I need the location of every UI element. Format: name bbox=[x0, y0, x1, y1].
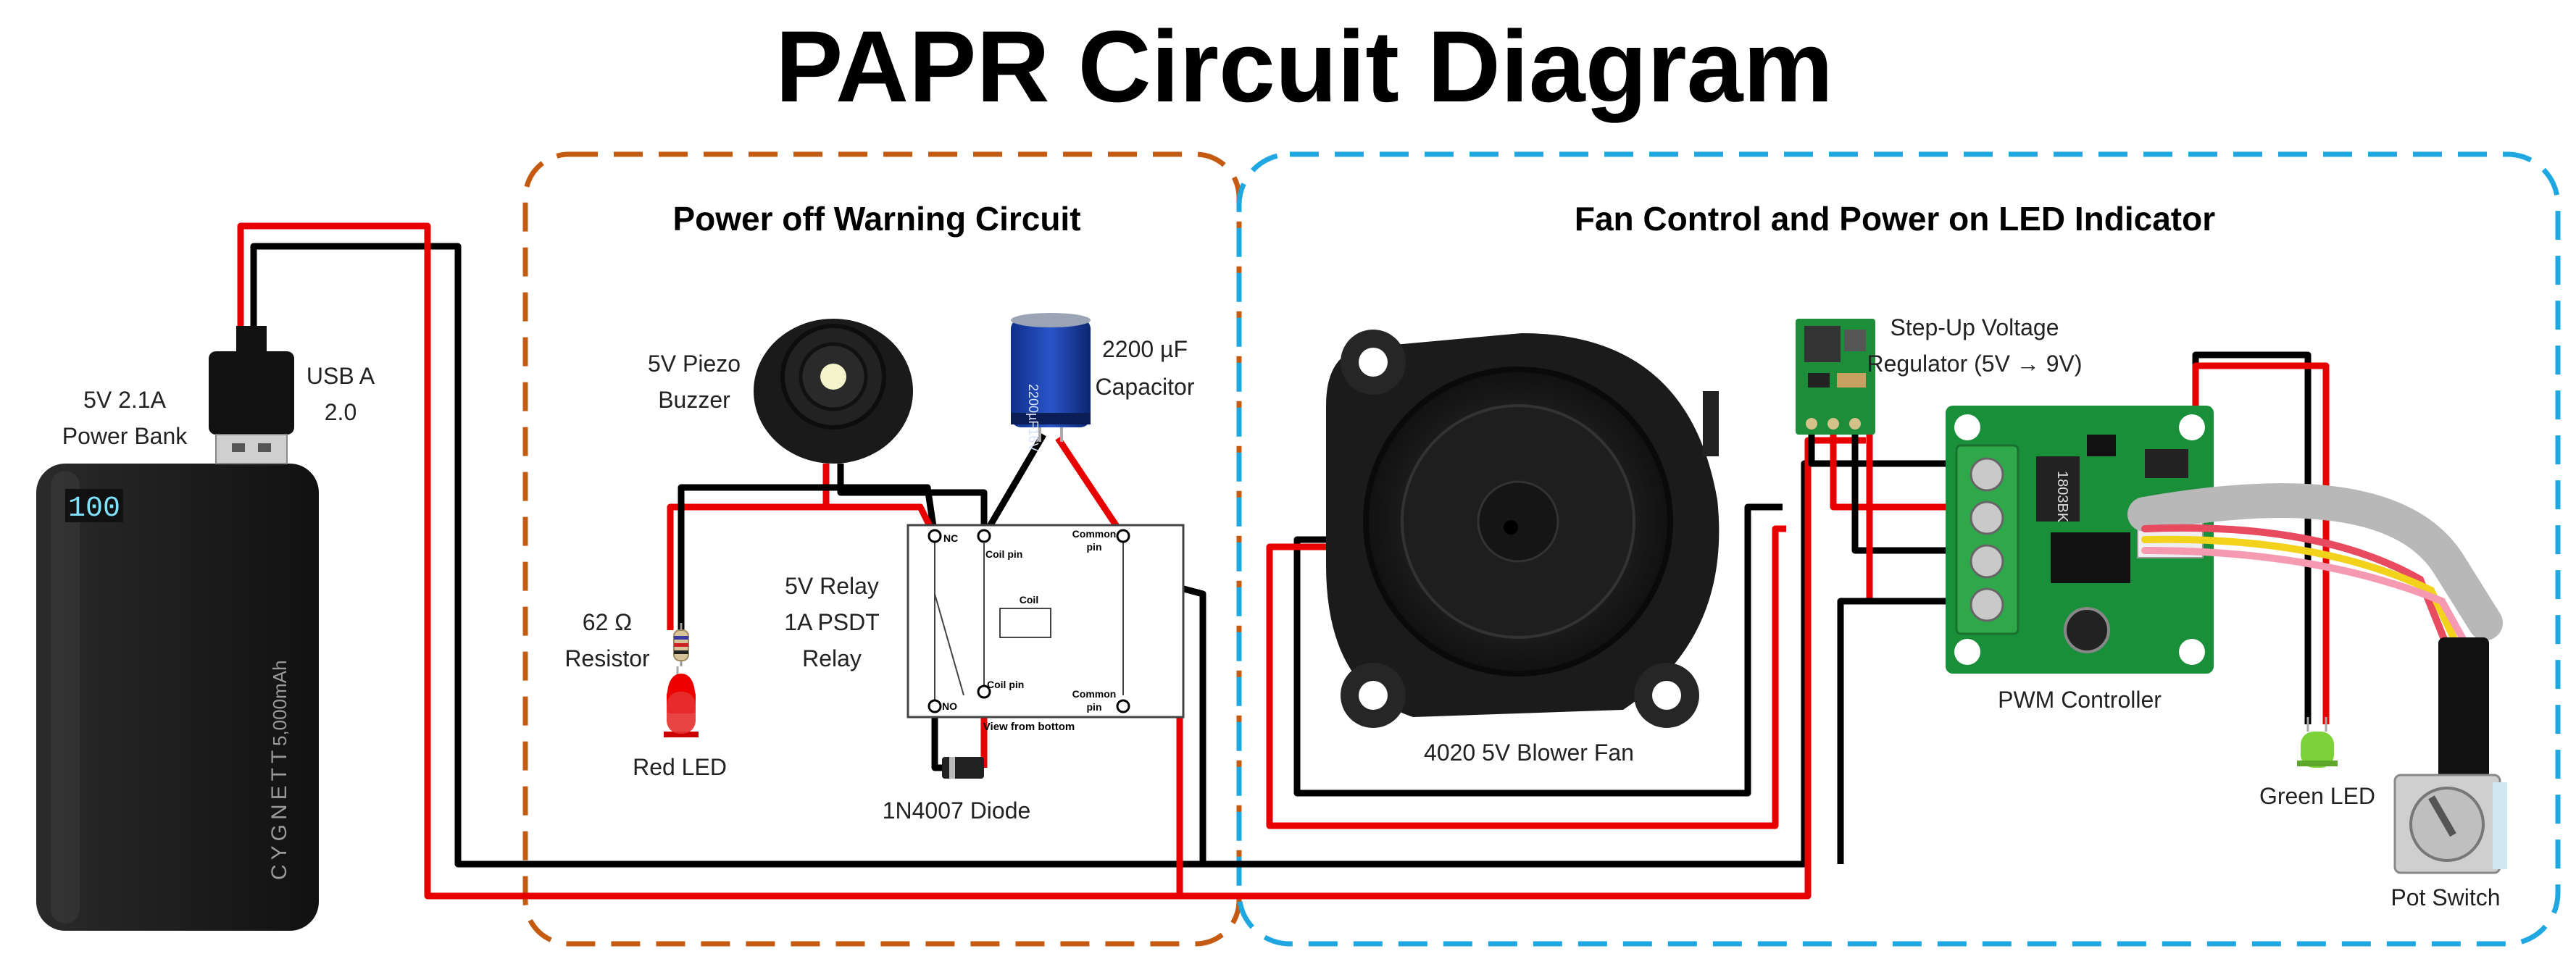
usb-label-line2: 2.0 bbox=[325, 399, 357, 425]
relay-coil-pin-top bbox=[977, 529, 991, 543]
power-bank-display-value: 100 bbox=[68, 493, 120, 525]
diode-label: 1N4007 Diode bbox=[883, 797, 1031, 824]
relay-pin-common-top-2: pin bbox=[1087, 541, 1102, 553]
relay-common-pin-top bbox=[1116, 529, 1130, 543]
relay-nc-pin bbox=[928, 529, 942, 543]
wire-reg-in-black bbox=[1851, 435, 1946, 554]
regulator-label-line1: Step-Up Voltage bbox=[1890, 314, 2059, 340]
relay-common-pin-bottom bbox=[1116, 699, 1130, 713]
power-bank-capacity: 5,000mAh bbox=[269, 660, 291, 746]
power-bank-brand: CYGNETT bbox=[267, 746, 291, 880]
fan-control-box bbox=[1236, 151, 2561, 947]
pot-switch bbox=[2393, 774, 2507, 874]
relay bbox=[906, 524, 1185, 719]
page-title: PAPR Circuit Diagram bbox=[775, 9, 1833, 123]
capacitor-marking: 2200µF16V bbox=[1026, 384, 1041, 451]
wire-buzzer-negative bbox=[837, 464, 988, 536]
pot-cable bbox=[2127, 483, 2503, 800]
regulator-label-line2: Regulator (5V → 9V) bbox=[1867, 351, 2082, 377]
power-bank-display bbox=[65, 489, 123, 522]
wire-fan-red bbox=[1266, 525, 1786, 829]
resistor-label-line1: 62 Ω bbox=[583, 609, 632, 635]
pwm-controller: 1803BK bbox=[1946, 406, 2214, 674]
piezo-buzzer bbox=[754, 319, 913, 464]
wire-reg-in-red bbox=[1866, 435, 1946, 605]
relay-caption: View from bottom bbox=[983, 721, 1075, 733]
relay-pin-common-top-1: Common bbox=[1072, 528, 1117, 540]
diode bbox=[942, 757, 984, 779]
fan-section-title: Fan Control and Power on LED Indicator bbox=[1575, 200, 2215, 238]
pot-switch-label: Pot Switch bbox=[2390, 884, 2500, 910]
relay-label-line3: Relay bbox=[802, 645, 862, 671]
usb-label-line1: USB A bbox=[307, 363, 375, 389]
pwm-terminal-block bbox=[1955, 444, 2019, 635]
power-bank: 100 CYGNETT 5,000mAh bbox=[36, 464, 319, 931]
wire-nc-black bbox=[678, 484, 938, 630]
capacitor: 2200µF16V bbox=[1011, 313, 1091, 451]
red-led-label: Red LED bbox=[633, 754, 727, 780]
wire-usb-negative bbox=[250, 243, 1866, 868]
wire-pwm-black-side bbox=[1837, 598, 1946, 864]
usb-a-plug bbox=[209, 326, 294, 464]
red-led bbox=[664, 666, 699, 737]
relay-pin-coil-top: Coil pin bbox=[985, 548, 1022, 560]
relay-label-line1: 5V Relay bbox=[785, 573, 879, 599]
wire-cap-positive bbox=[1055, 436, 1126, 538]
pwm-label: PWM Controller bbox=[1998, 687, 2162, 713]
resistor-label-line2: Resistor bbox=[564, 645, 650, 671]
step-up-regulator bbox=[1796, 319, 1875, 435]
relay-coil-pin-bottom bbox=[977, 684, 991, 699]
buzzer-label-line1: 5V Piezo bbox=[648, 351, 741, 377]
relay-pin-common-bottom-1: Common bbox=[1072, 688, 1117, 700]
wire-usb-positive bbox=[237, 222, 1866, 900]
relay-pin-nc: NC bbox=[943, 532, 958, 544]
resistor bbox=[673, 623, 689, 666]
relay-coil-symbol bbox=[999, 608, 1051, 638]
capacitor-label-line2: Capacitor bbox=[1096, 374, 1195, 400]
pwm-chip-label: 1803BK bbox=[2054, 471, 2070, 523]
blower-fan bbox=[1326, 330, 1720, 728]
relay-pin-coil-bottom: Coil pin bbox=[987, 679, 1024, 690]
power-bank-label-line1: 5V 2.1A bbox=[83, 387, 167, 413]
fan-label: 4020 5V Blower Fan bbox=[1424, 740, 1634, 766]
wire-fan-black bbox=[1293, 503, 1783, 797]
relay-pin-coil: Coil bbox=[1020, 594, 1038, 606]
power-bank-label-line2: Power Bank bbox=[62, 423, 188, 449]
warning-section-title: Power off Warning Circuit bbox=[672, 200, 1080, 238]
relay-label-line2: 1A PSDT bbox=[784, 609, 880, 635]
wire-nc-red bbox=[696, 503, 938, 538]
wire-cap-negative bbox=[981, 432, 1046, 538]
buzzer-label-line2: Buzzer bbox=[658, 387, 730, 413]
relay-pin-common-bottom-2: pin bbox=[1087, 701, 1102, 713]
green-led-label: Green LED bbox=[2259, 783, 2375, 809]
green-led bbox=[2297, 717, 2338, 768]
capacitor-label-line1: 2200 µF bbox=[1102, 336, 1188, 362]
relay-no-pin bbox=[928, 699, 942, 713]
wire-reg-out-red bbox=[1830, 435, 1946, 511]
relay-pin-no: NO bbox=[942, 700, 957, 712]
wire-reg-out-black bbox=[1808, 435, 1946, 467]
